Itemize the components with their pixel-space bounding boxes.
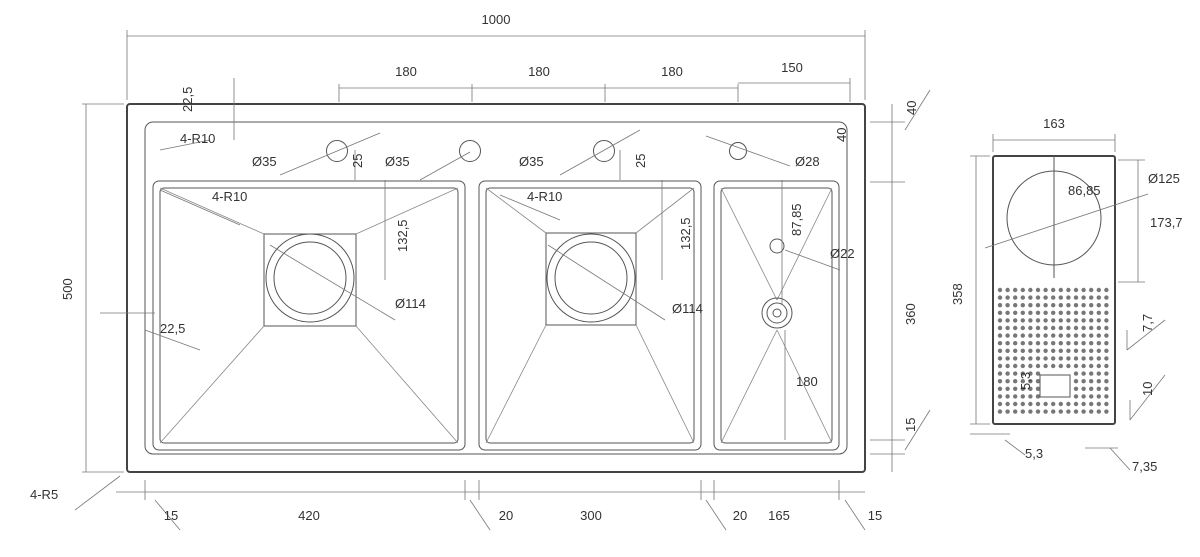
dim-hole-spacing-3: 180 bbox=[661, 64, 683, 79]
dim-right-height-360: 360 bbox=[903, 303, 918, 325]
label-bowl2-132: 132,5 bbox=[678, 217, 693, 250]
perforation-pattern bbox=[997, 287, 1109, 414]
label-corner-r5: 4-R5 bbox=[30, 487, 58, 502]
label-pitch-7-7: 7,7 bbox=[1140, 314, 1155, 332]
label-gap-10: 10 bbox=[1140, 382, 1155, 396]
drain-1-outer bbox=[265, 233, 355, 323]
dim-overall-height: 500 bbox=[60, 278, 75, 300]
dim-right-bottom-15: 15 bbox=[903, 418, 918, 432]
dim-overall-width: 1000 bbox=[482, 12, 511, 27]
label-small-87: 87,85 bbox=[789, 203, 804, 236]
dim-bottom-20-b: 20 bbox=[733, 508, 747, 523]
overflow-hole bbox=[769, 238, 785, 254]
drain-3-center bbox=[772, 308, 782, 318]
dim-top-right-40-b: 40 bbox=[834, 128, 849, 142]
label-hole-25-b: 25 bbox=[633, 154, 648, 168]
label-radius-bowl1: 4-R10 bbox=[212, 189, 247, 204]
dim-bottom-420: 420 bbox=[298, 508, 320, 523]
bowl-3-small bbox=[713, 180, 840, 451]
colander-bowl bbox=[1006, 170, 1102, 266]
drain-3-inner bbox=[766, 302, 788, 324]
tap-hole-3 bbox=[593, 140, 615, 162]
drain-2-outer bbox=[546, 233, 636, 323]
label-hole-d28: Ø28 bbox=[795, 154, 820, 169]
tap-hole-4 bbox=[729, 142, 747, 160]
label-hole-d35-3: Ø35 bbox=[519, 154, 544, 169]
dim-hole-spacing-1: 180 bbox=[395, 64, 417, 79]
sink-outer-outline bbox=[126, 103, 866, 473]
label-bowl1-132: 132,5 bbox=[395, 219, 410, 252]
colander-detail bbox=[970, 134, 1166, 471]
sink-inner-outline bbox=[144, 121, 848, 455]
dim-top-right-40-a: 40 bbox=[904, 101, 919, 115]
drain-1-inner bbox=[273, 241, 347, 315]
label-edge-7-35: 7,35 bbox=[1132, 459, 1157, 474]
bowl-2 bbox=[478, 180, 702, 451]
label-height-173: 173,7 bbox=[1150, 215, 1183, 230]
label-hole-25-a: 25 bbox=[350, 154, 365, 168]
dim-left-margin: 22,5 bbox=[160, 321, 185, 336]
label-hole-d35-1: Ø35 bbox=[252, 154, 277, 169]
dim-bottom-300: 300 bbox=[580, 508, 602, 523]
tap-hole-1 bbox=[326, 140, 348, 162]
sink-top-view bbox=[74, 30, 931, 531]
label-radius-top: 4-R10 bbox=[180, 131, 215, 146]
dim-hole-offset-right: 150 bbox=[781, 60, 803, 75]
label-hole-d35-2: Ø35 bbox=[385, 154, 410, 169]
label-small-d22: Ø22 bbox=[830, 246, 855, 261]
bowl-1 bbox=[152, 180, 466, 451]
label-small-180: 180 bbox=[796, 374, 818, 389]
label-d125: Ø125 bbox=[1148, 171, 1180, 186]
label-hole-5-3-b: 5,3 bbox=[1025, 446, 1043, 461]
dim-top-margin: 22,5 bbox=[180, 87, 195, 112]
label-width-163: 163 bbox=[1043, 116, 1065, 131]
label-hole-5-3-a: 5,3 bbox=[1018, 372, 1033, 390]
drain-3-outer bbox=[761, 297, 793, 329]
label-drain1-d114: Ø114 bbox=[395, 296, 426, 311]
dim-hole-spacing-2: 180 bbox=[528, 64, 550, 79]
tap-hole-2 bbox=[459, 140, 481, 162]
dim-bottom-15-right: 15 bbox=[868, 508, 882, 523]
dim-bottom-20-a: 20 bbox=[499, 508, 513, 523]
dim-bottom-15-left: 15 bbox=[164, 508, 178, 523]
label-radius-bowl2: 4-R10 bbox=[527, 189, 562, 204]
label-inner-86: 86,85 bbox=[1068, 183, 1101, 198]
drain-2-inner bbox=[554, 241, 628, 315]
label-drain2-d114: Ø114 bbox=[672, 301, 703, 316]
label-height-358: 358 bbox=[950, 283, 965, 305]
dim-bottom-165: 165 bbox=[768, 508, 790, 523]
